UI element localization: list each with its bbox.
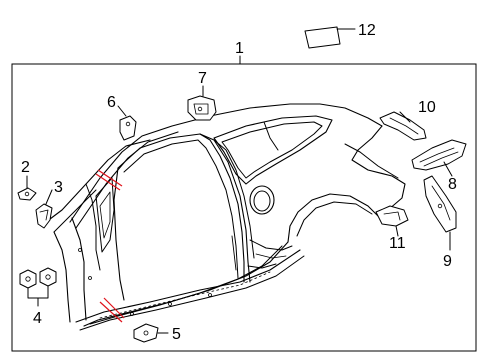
cut-mark-a-pillar (95, 173, 121, 191)
cut-mark-rocker-2 (103, 297, 125, 319)
callout-1: 1 (235, 40, 244, 57)
callout-3: 3 (54, 179, 63, 196)
callout-11: 11 (389, 235, 406, 252)
part-12-label-card (304, 26, 356, 49)
cut-mark-a-pillar-2 (97, 169, 123, 187)
part-2-bracket (17, 175, 37, 201)
callout-5: 5 (172, 326, 181, 343)
assembly-frame (11, 63, 477, 352)
callout-8: 8 (448, 176, 457, 193)
callout-10: 10 (418, 99, 436, 116)
part-6-bracket (117, 105, 137, 141)
part-11-bracket (375, 205, 409, 237)
part-8-rear-extension (411, 139, 467, 177)
part-10-upper-extension (379, 111, 427, 141)
part-7-reinforcement (187, 85, 217, 121)
part-9-bracket (423, 175, 457, 251)
body-side-panel (45, 103, 406, 331)
part-5-plate (133, 323, 169, 343)
cut-mark-rocker (99, 301, 123, 323)
callout-2: 2 (21, 159, 30, 176)
callout-4: 4 (33, 310, 42, 327)
callout-6: 6 (107, 94, 116, 111)
part-3-bracket (35, 189, 53, 229)
callout-12: 12 (358, 22, 376, 39)
part-4-brackets (19, 267, 57, 307)
callout-7: 7 (198, 70, 207, 87)
callout-9: 9 (443, 253, 452, 270)
